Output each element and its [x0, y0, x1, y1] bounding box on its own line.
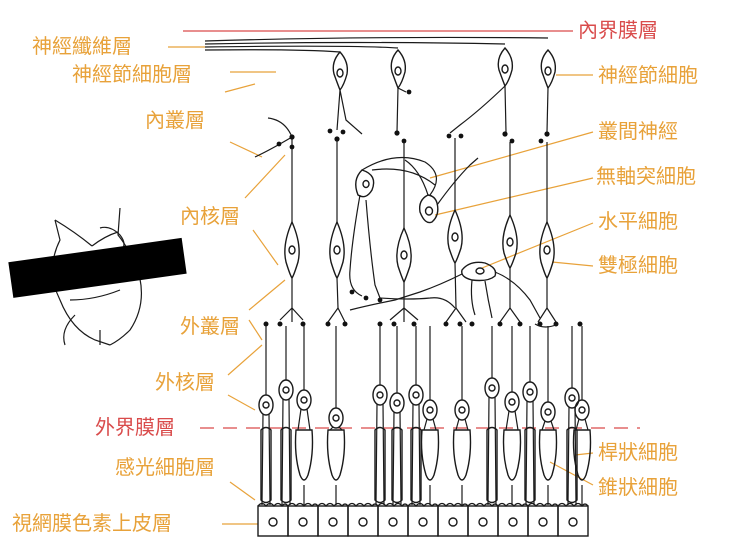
- bipolar-cell-body: [396, 142, 412, 308]
- label-amacrine-cell: 無軸突細胞: [596, 164, 696, 188]
- label-interplexiform-nerve: 叢間神經: [598, 119, 678, 143]
- rpe-cell: [257, 502, 289, 537]
- rod-cell: [564, 326, 580, 506]
- label-bipolar-cell: 雙極細胞: [598, 253, 678, 277]
- ganglion-cells: [332, 46, 557, 135]
- leader-bipolar-cell: [551, 261, 594, 267]
- bipolar-cell-body: [447, 138, 463, 309]
- leader-horizontal-cell: [481, 222, 594, 269]
- inner-plexiform-synapses: [254, 89, 550, 158]
- label-cone-cell: 錐狀細胞: [598, 475, 678, 499]
- leader-lines: [168, 30, 640, 525]
- rod-cell: [278, 326, 294, 506]
- interplexiform-nerve-cell: [349, 156, 437, 303]
- label-nerve-fiber-layer: 神經纖維層: [32, 34, 132, 58]
- bipolar-cell-body: [284, 148, 300, 308]
- ganglion-cell-body: [332, 50, 363, 135]
- right-labels: 內界膜層 神經節細胞 叢間神經 無軸突細胞 水平細胞 雙極細胞 桿狀細胞 錐狀細…: [578, 18, 698, 499]
- horizontal-cell-body: [349, 261, 541, 319]
- bipolar-cell-body: [502, 142, 518, 308]
- rpe-cell: [407, 502, 439, 537]
- bipolar-cell-body: [539, 142, 555, 308]
- leader-outer-plexiform-layer: [248, 279, 286, 311]
- rod-cell: [258, 326, 274, 506]
- leader-interplexiform-nerve: [429, 131, 594, 179]
- label-external-limiting-membrane: 外界膜層: [95, 415, 175, 439]
- rpe-cell: [287, 502, 319, 537]
- outer-plexiform-synapses: [263, 307, 583, 328]
- ganglion-cell-body: [540, 48, 557, 133]
- rod-cell: [522, 326, 538, 506]
- leader-inner-nuclear-layer-up: [244, 154, 286, 199]
- rpe-cell: [527, 502, 559, 537]
- label-ganglion-cell: 神經節細胞: [598, 63, 698, 87]
- cone-cell: [538, 326, 558, 505]
- pigment-epithelium: [257, 502, 589, 537]
- label-outer-nuclear-layer: 外核層: [155, 370, 215, 394]
- label-retinal-pigment-epithelium: 視網膜色素上皮層: [12, 511, 172, 535]
- leader-inner-nuclear-layer-down: [252, 229, 279, 266]
- label-inner-plexiform-layer: 內叢層: [145, 108, 205, 132]
- ganglion-cell-body: [390, 48, 407, 133]
- leader-ganglion-cell-layer-2: [224, 83, 256, 93]
- censor-bar: [8, 237, 187, 298]
- left-labels: 神經纖維層 神經節細胞層 內叢層 內核層 外叢層 外核層 外界膜層 感光細胞層 …: [12, 34, 240, 535]
- rod-cell: [408, 326, 424, 506]
- nerve-fibers: [204, 36, 549, 53]
- rpe-cell: [557, 502, 589, 537]
- cone-cell: [294, 326, 314, 505]
- leader-inner-plexiform-layer: [229, 141, 263, 158]
- leader-outer-plexiform-layer-2: [248, 319, 263, 341]
- leader-outer-nuclear-layer: [227, 344, 263, 376]
- label-inner-nuclear-layer: 內核層: [180, 204, 240, 228]
- bipolar-cell-body: [329, 140, 345, 309]
- cone-cell: [502, 326, 522, 505]
- cone-cell: [420, 326, 440, 505]
- rod-cell: [389, 326, 405, 506]
- rpe-cell: [467, 502, 499, 537]
- photoreceptor-cells: [258, 326, 592, 506]
- label-horizontal-cell: 水平細胞: [598, 209, 678, 233]
- label-rod-cell: 桿狀細胞: [598, 440, 678, 464]
- leader-photoreceptor-layer: [229, 481, 256, 501]
- rod-cell: [372, 326, 388, 506]
- leader-amacrine-cell: [434, 177, 594, 216]
- label-ganglion-cell-layer: 神經節細胞層: [72, 62, 192, 86]
- bipolar-cells: [284, 138, 555, 309]
- rod-cell: [484, 326, 500, 506]
- cone-cell: [452, 326, 472, 505]
- label-internal-limiting-membrane: 內界膜層: [578, 18, 658, 42]
- rpe-cell: [377, 502, 409, 537]
- rpe-cell: [437, 502, 469, 537]
- leader-outer-nuclear-layer-2: [227, 394, 256, 411]
- leader-cone-cell: [549, 461, 594, 486]
- rpe-cell: [347, 502, 379, 537]
- label-photoreceptor-layer: 感光細胞層: [115, 455, 215, 479]
- rpe-cell: [317, 502, 349, 537]
- rpe-cell: [497, 502, 529, 537]
- ganglion-cell-body: [449, 46, 514, 134]
- label-outer-plexiform-layer: 外叢層: [180, 314, 240, 338]
- cone-cell: [572, 326, 592, 505]
- amacrine-cell-body: [404, 157, 479, 224]
- cone-cell: [326, 326, 346, 505]
